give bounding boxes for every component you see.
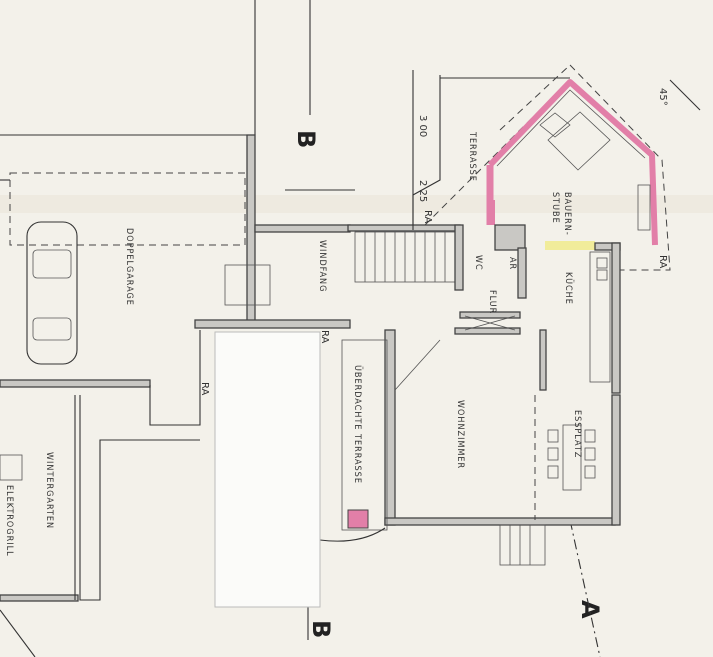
room-label-wc: WC: [473, 255, 483, 271]
section-mark-b-bottom: B: [307, 620, 335, 638]
dimension-3-00: 3 00: [417, 115, 428, 137]
room-label-wintergarten: WINTERGARTEN: [44, 452, 54, 529]
room-label-terrasse: TERRASSE: [467, 131, 477, 182]
ueberdachte-terrasse: ÜBERDACHTE TERRASSE: [319, 339, 388, 542]
room-label-windfang: WINDFANG: [317, 240, 327, 292]
ra-label: RA: [657, 255, 668, 269]
bauernstube: 45° BAUERN- STUBE: [486, 64, 701, 271]
essplatz: ESSPLATZ: [547, 410, 596, 491]
fold-crease: [0, 195, 713, 213]
ra-label: RA: [319, 330, 330, 344]
wintergarten: WINTERGARTEN ELEKTROGRILL: [0, 395, 79, 657]
ra-label: RA: [422, 210, 433, 224]
section-mark-b-top: B: [292, 130, 320, 148]
windfang: WINDFANG: [194, 189, 355, 329]
terrasse-upper: 3 00 2 25 TERRASSE: [412, 70, 571, 230]
ra-label: RA: [199, 382, 210, 396]
service-rooms: WC AR FLUR: [454, 224, 527, 335]
room-label-kueche: KÜCHE: [563, 272, 574, 305]
kueche: KÜCHE: [563, 242, 621, 394]
room-label-ar: AR: [507, 257, 517, 270]
dimension-2-25: 2 25: [417, 180, 428, 202]
wohnzimmer: WOHNZIMMER: [384, 329, 621, 566]
room-label-flur: FLUR: [487, 290, 497, 314]
room-label-essplatz: ESSPLATZ: [572, 410, 582, 458]
room-label-garage: DOPPELGARAGE: [124, 228, 134, 306]
car-icon: [26, 221, 78, 365]
angle-45: 45°: [657, 88, 668, 106]
room-label-wohnzimmer: WOHNZIMMER: [455, 400, 465, 469]
room-label-bauernstube: BAUERN-: [562, 192, 572, 236]
room-label-ueberdachte-terrasse: ÜBERDACHTE TERRASSE: [352, 365, 363, 484]
label-elektrogrill: ELEKTROGRILL: [4, 485, 14, 557]
yellow-opening: [545, 241, 595, 250]
room-label-bauernstube-2: STUBE: [550, 192, 560, 224]
blank-patch: [214, 331, 321, 608]
section-mark-a: A: [576, 600, 604, 619]
